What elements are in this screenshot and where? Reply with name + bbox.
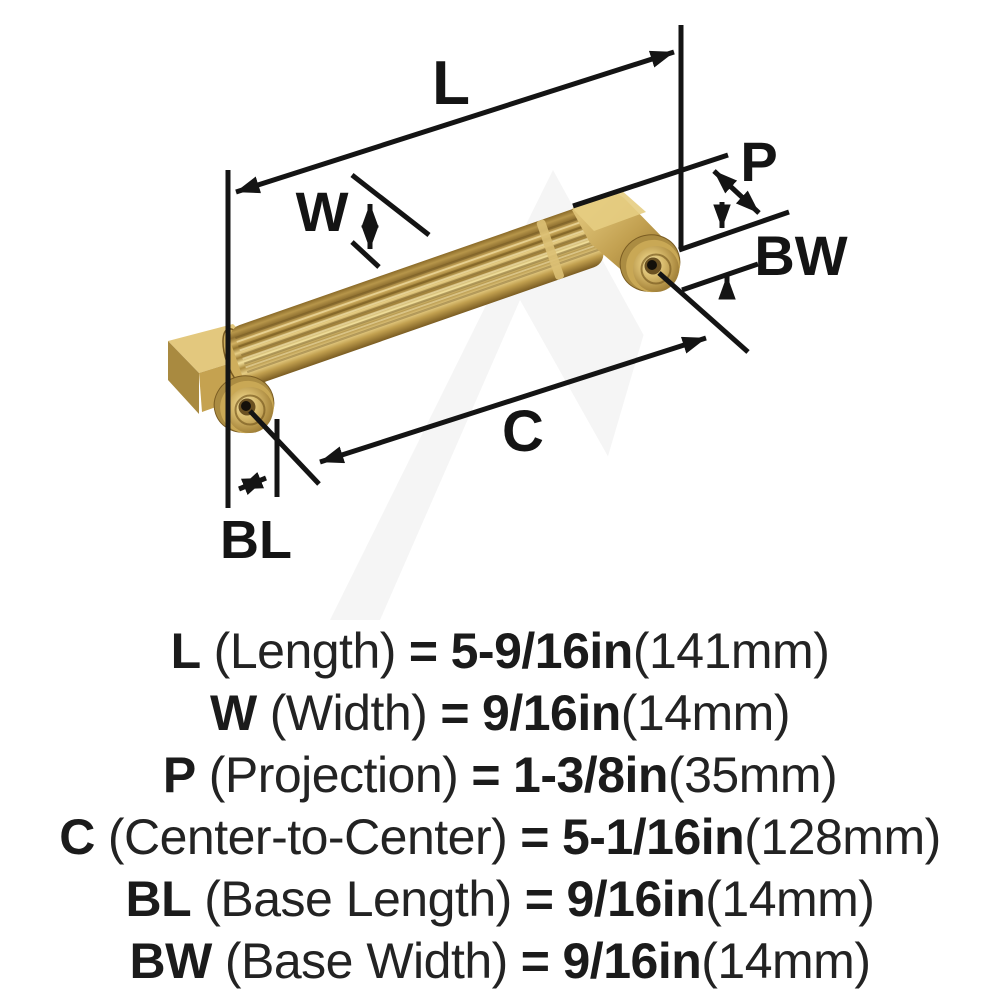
legend-equals: = — [471, 747, 501, 803]
dimension-lines — [225, 25, 790, 508]
base-width-line-lower — [681, 261, 759, 293]
legend-value: 9/16in — [562, 933, 702, 989]
label-base-width: BW — [754, 224, 847, 287]
legend-equals: = — [520, 933, 550, 989]
legend-metric: (128mm) — [744, 809, 941, 865]
legend-symbol: BW — [129, 933, 213, 989]
legend-value: 9/16in — [482, 685, 621, 741]
legend-metric: (14mm) — [701, 933, 871, 989]
legend-equals: = — [524, 871, 554, 927]
legend-name: (Length) — [213, 623, 397, 679]
legend-symbol: L — [170, 623, 202, 679]
label-length: L — [432, 49, 470, 118]
legend-equals: = — [408, 623, 438, 679]
center-extension-left — [248, 409, 321, 486]
legend-name: (Base Length) — [204, 871, 512, 927]
right-post-ring — [640, 253, 672, 285]
legend-value: 1-3/8in — [513, 747, 668, 803]
legend-equals: = — [440, 685, 470, 741]
label-projection: P — [740, 130, 777, 193]
legend-symbol: P — [162, 747, 196, 803]
legend-name: (Width) — [269, 685, 428, 741]
legend-symbol: BL — [125, 871, 192, 927]
dim-arrow-projection — [712, 169, 761, 215]
left-screw-hole — [241, 401, 251, 411]
dim-line-center-to-center — [319, 335, 707, 465]
legend-row-projection: P(Projection)=1-3/8in(35mm) — [0, 744, 1000, 806]
legend-metric: (14mm) — [620, 685, 791, 741]
left-base-side-face — [168, 341, 199, 414]
label-center-to-center: C — [502, 399, 544, 464]
legend-row-base-length: BL(Base Length)=9/16in(14mm) — [0, 868, 1000, 930]
base-width-line-upper — [678, 209, 790, 253]
legend-equals: = — [520, 809, 549, 865]
legend-metric: (141mm) — [632, 623, 830, 679]
right-arm-top-face — [572, 189, 646, 231]
legend-row-center-to-center: C(Center-to-Center)=5-1/16in(128mm) — [0, 806, 1000, 868]
label-base-length: BL — [220, 510, 292, 570]
dim-line-length — [235, 49, 675, 195]
bar-flutes-dark — [235, 214, 599, 374]
legend-value: 5-9/16in — [450, 623, 634, 679]
bar-flutes-light — [236, 218, 598, 369]
center-extension-right — [657, 271, 750, 354]
legend-metric: (35mm) — [667, 747, 838, 803]
legend-symbol: W — [210, 685, 257, 741]
projection-line-upper — [572, 152, 729, 209]
width-tick-upper — [350, 173, 431, 237]
legend-metric: (14mm) — [705, 871, 875, 927]
left-post-ring — [234, 394, 266, 426]
dimension-diagram: L W P BW C BL — [168, 25, 848, 570]
legend-name: (Projection) — [208, 747, 459, 803]
legend-row-width: W(Width)=9/16in(14mm) — [0, 682, 1000, 744]
dimension-labels: L W P BW C BL — [220, 49, 848, 570]
legend-value: 9/16in — [566, 871, 706, 927]
legend-name: (Base Width) — [224, 933, 508, 989]
label-width: W — [296, 180, 349, 243]
dim-arrow-base-length — [238, 472, 267, 495]
width-tick-lower — [350, 240, 381, 269]
bar-right-collar — [536, 219, 564, 280]
legend-symbol: C — [59, 809, 95, 865]
legend-value: 5-1/16in — [562, 809, 745, 865]
legend-row-base-width: BW(Base Width)=9/16in(14mm) — [0, 930, 1000, 992]
legend-name: (Center-to-Center) — [107, 809, 508, 865]
right-screw-hole — [647, 260, 657, 270]
legend-row-length: L(Length)=5-9/16in(141mm) — [0, 620, 1000, 682]
